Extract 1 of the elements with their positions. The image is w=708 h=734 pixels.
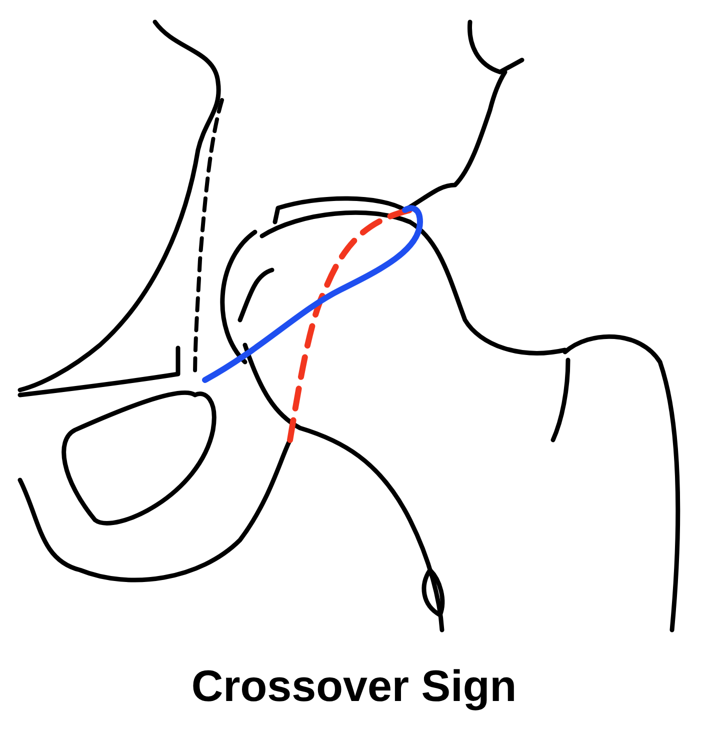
caption: Crossover Sign bbox=[190, 662, 518, 712]
